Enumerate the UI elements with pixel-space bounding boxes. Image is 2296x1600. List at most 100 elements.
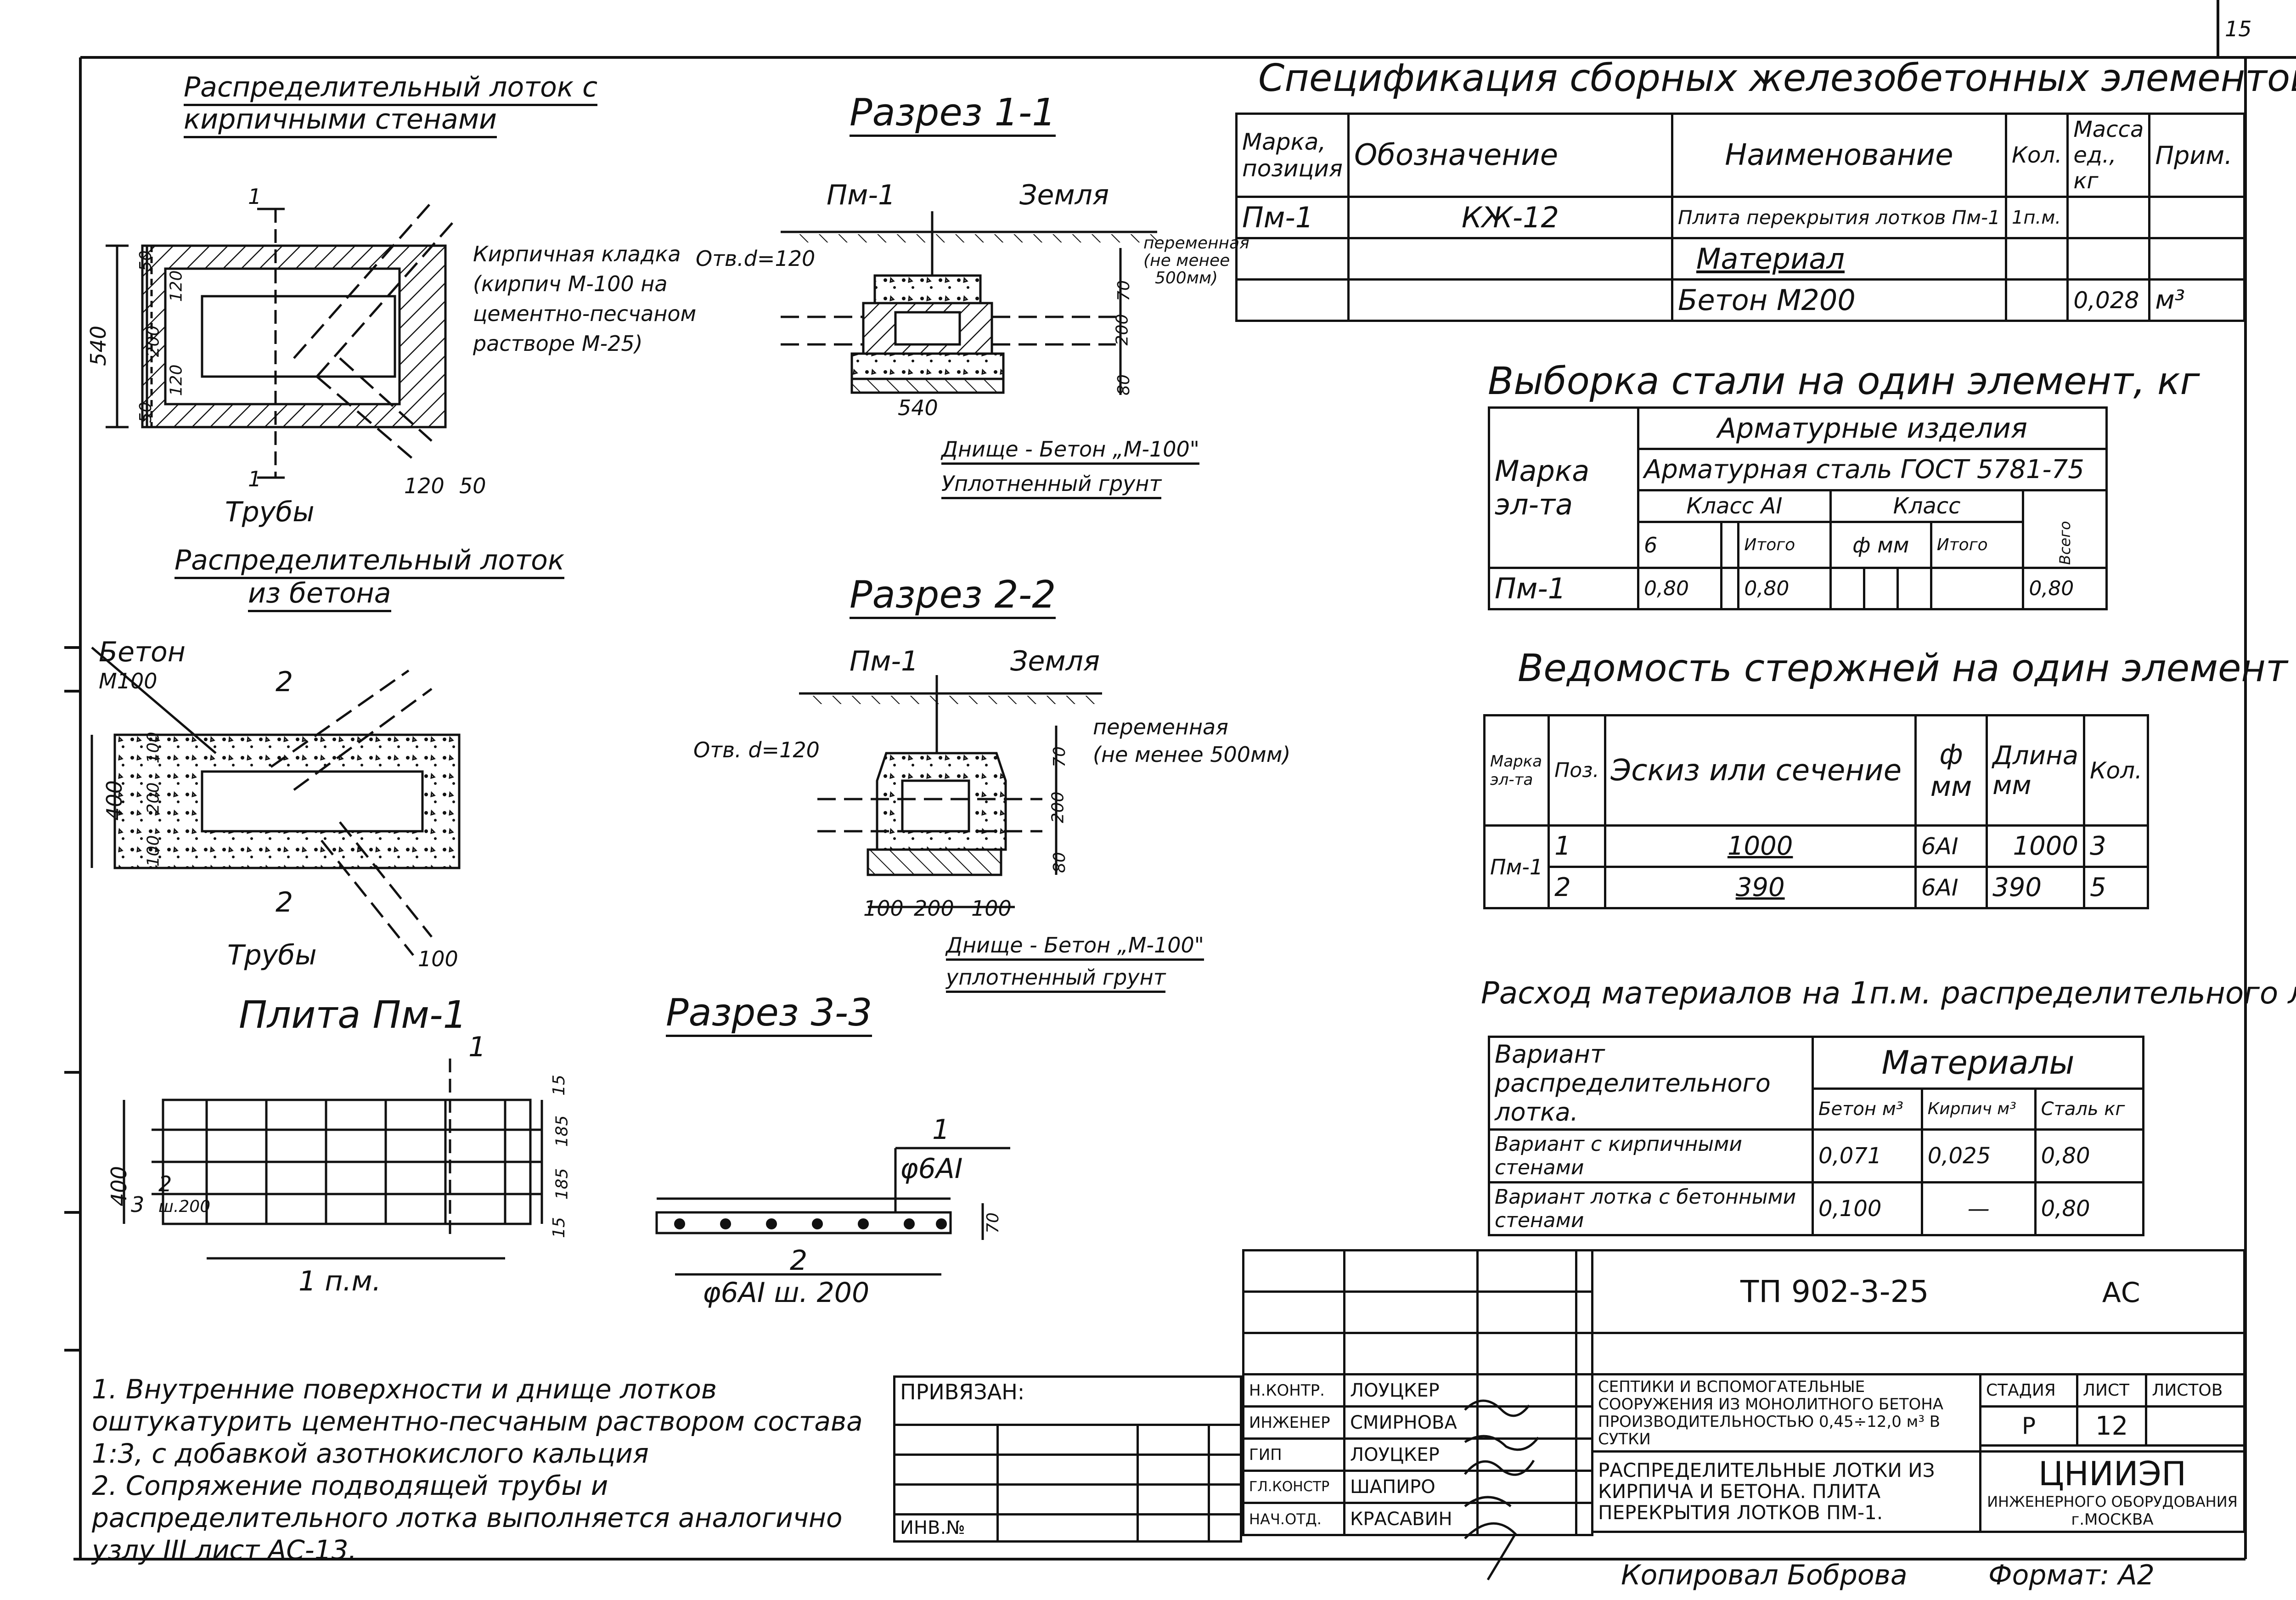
consumption-col: Бетон м³ [1812, 1087, 1923, 1131]
table-cell [1343, 1290, 1479, 1334]
table-cell: ЦНИИЭП ИНЖЕНЕРНОГО ОБОРУДОВАНИЯ г.МОСКВА [1979, 1450, 2245, 1533]
sheets-label: ЛИСТОВ [2145, 1373, 2245, 1408]
slab-bar-pos: 3 [131, 1192, 145, 1217]
consumption-materials: Материалы [1812, 1036, 2144, 1090]
consumption-col: Сталь кг [2034, 1087, 2145, 1131]
sheet-title: РАСПРЕДЕЛИТЕЛЬНЫЕ ЛОТКИ ИЗ КИРПИЧА И БЕТ… [1591, 1450, 1981, 1533]
table-cell [1575, 1332, 1593, 1375]
dimension: 100 [971, 896, 1012, 921]
table-cell [1242, 1290, 1345, 1334]
table-cell [1242, 1249, 1345, 1293]
s22-hole: Отв. d=120 [693, 738, 820, 762]
consumption-col: Кирпич м³ [1920, 1087, 2037, 1131]
dimension: 400 [101, 780, 127, 821]
spec-cell: Бетон М200 [1671, 278, 2007, 322]
table-cell [1476, 1249, 1577, 1293]
s11-soil: Уплотненный грунт [941, 473, 1162, 499]
doc-code: ТП 902-3-25 [1740, 1274, 1929, 1309]
role: Н.КОНТР. [1242, 1373, 1345, 1408]
title-block: ТП 902-3-25 АС СЕПТИКИ И ВСПОМОГАТЕЛЬНЫЕ… [1591, 1249, 2245, 1533]
s11-var: 500мм) [1155, 269, 1218, 287]
s33-bar-top: φ6АI [900, 1153, 963, 1185]
spec-title: Спецификация сборных железобетонных элем… [1258, 56, 2296, 100]
slab-mark: 1 [468, 1031, 486, 1063]
section-mark: 2 [276, 666, 293, 698]
table-cell [1208, 1513, 1242, 1543]
spec-cell [2004, 237, 2069, 281]
steel-row-itogo: 0,80 [1737, 567, 1832, 610]
spec-cell [2148, 237, 2245, 281]
spec-header: Кол. [2004, 113, 2069, 198]
steel-blank [1829, 567, 1865, 610]
s11-pm: Пм-1 [827, 179, 896, 211]
bars-header: Кол. [2083, 714, 2149, 827]
table-cell [1591, 1332, 2245, 1375]
s33-pos: 2 [790, 1245, 808, 1277]
brick-callout: (кирпич М-100 на [473, 271, 668, 296]
org-name: ЦНИИЭП [2038, 1454, 2187, 1493]
table-cell [1343, 1332, 1479, 1375]
spec-cell [1235, 278, 1350, 322]
bars-cell: 1000 [1604, 824, 1917, 868]
s11-ground: Земля [1019, 179, 1109, 211]
spec-cell: КЖ-12 [1347, 196, 1673, 239]
consumption-cell: 0,071 [1812, 1128, 1923, 1183]
brick-tray-title: Распределительный лоток с [184, 73, 598, 106]
binding-ticks [64, 646, 80, 1352]
table-cell [1575, 1373, 1593, 1408]
brick-callout: цементно-песчаном [473, 301, 697, 326]
s22-bottom: Днище - Бетон „М-100" [946, 935, 1204, 961]
table-cell [996, 1454, 1139, 1486]
pipes-label: Трубы [225, 496, 315, 528]
copied-by: Копировал Боброва [1621, 1559, 1908, 1591]
table-cell [1575, 1437, 1593, 1472]
spec-cell: Материал [1671, 237, 2007, 281]
slab-bar-pos: 2 [158, 1172, 172, 1196]
dimension: 200 [1048, 791, 1068, 823]
table-cell [893, 1483, 999, 1515]
bars-cell: 390 [1604, 866, 1917, 909]
stage-label: СТАДИЯ [1979, 1373, 2078, 1408]
bars-cell: 6АI [1914, 866, 1988, 909]
bars-cell: 1000 [1986, 824, 2086, 868]
dimension: 120 [167, 364, 186, 396]
consumption-cell: — [1920, 1181, 2037, 1236]
concrete-label: Бетон [99, 636, 186, 668]
bars-mark: Пм-1 [1483, 824, 1550, 909]
concrete-tray-title: Распределительный лоток [174, 546, 565, 579]
person-name: ШАПИРО [1343, 1470, 1479, 1504]
section-1-1-title: Разрез 1-1 [850, 94, 1056, 137]
spec-cell [2066, 196, 2151, 239]
spec-cell [1347, 278, 1673, 322]
table-cell [1208, 1454, 1242, 1486]
table-cell [1476, 1437, 1577, 1472]
table-cell [1476, 1332, 1577, 1375]
table-cell [1208, 1483, 1242, 1515]
dimension: 185 [552, 1168, 572, 1200]
dimension: 15 [549, 1217, 568, 1238]
steel-row-d6: 0,80 [1637, 567, 1723, 610]
concrete-tray-title-2: из бетона [248, 580, 391, 612]
bars-header: Поз. [1548, 714, 1606, 827]
sheet-frame [73, 0, 2296, 1561]
dimension: 50 [459, 473, 486, 498]
s11-var: переменная [1143, 234, 1249, 253]
spec-cell [1347, 237, 1673, 281]
spec-table: Марка, позиция Обозначение Наименование … [1235, 113, 2245, 322]
dimension: 100 [863, 896, 904, 921]
table-cell [893, 1454, 999, 1486]
steel-d6: 6 [1637, 521, 1723, 569]
consumption-table: Вариант распределительного лотка. Матери… [1488, 1036, 2145, 1236]
brick-tray-title-2: кирпичными стенами [184, 106, 497, 138]
table-cell [1208, 1424, 1242, 1456]
section-3-3 [655, 1147, 1010, 1276]
bars-header: ф мм [1914, 714, 1988, 827]
dimension: 120 [404, 473, 445, 498]
steel-class-other: Класс [1829, 489, 2025, 523]
spec-cell [2148, 196, 2245, 239]
slab-bar-step: ш.200 [158, 1197, 211, 1216]
person-name: ЛОУЦКЕР [1343, 1373, 1479, 1408]
steel-class-a1: Класс АI [1637, 489, 1832, 523]
consumption-cell: 0,80 [2034, 1128, 2145, 1183]
